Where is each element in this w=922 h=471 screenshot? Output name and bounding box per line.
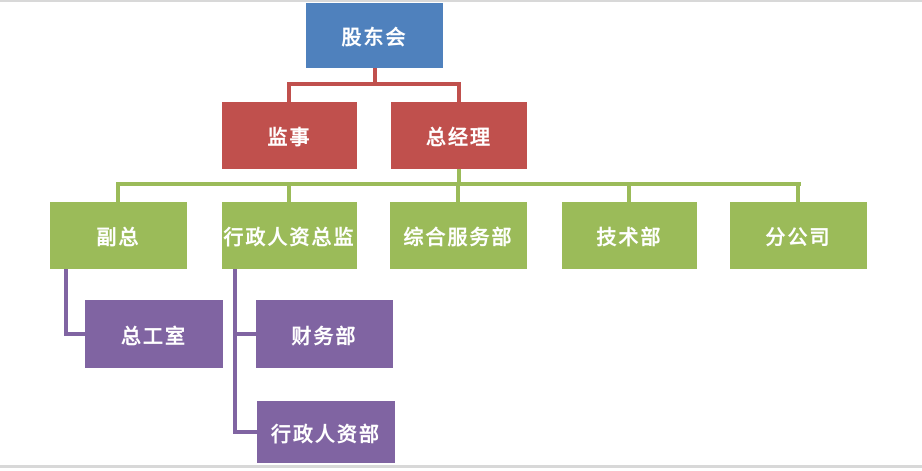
connector-deputy-down	[64, 269, 68, 336]
connector-to-branch-company	[796, 182, 800, 202]
connector-to-supervisor	[287, 82, 291, 102]
node-admin-hr-director: 行政人资总监	[222, 202, 357, 269]
connector-to-finance-dept	[233, 332, 256, 336]
node-admin-hr-dept: 行政人资部	[257, 401, 395, 463]
connector-to-chief-engineer-office	[64, 332, 85, 336]
node-finance-dept: 财务部	[256, 300, 393, 368]
slide-top-edge	[0, 0, 922, 2]
node-shareholders-meeting: 股东会	[306, 3, 443, 68]
connector-level2-horizontal	[287, 82, 461, 86]
connector-to-admin-hr-director	[287, 182, 291, 202]
node-general-manager: 总经理	[391, 102, 527, 169]
node-branch-company: 分公司	[730, 202, 867, 269]
node-technology-dept: 技术部	[562, 202, 697, 269]
node-supervisor: 监事	[222, 102, 357, 169]
connector-to-admin-hr-dept	[233, 430, 257, 434]
connector-gm-down	[457, 169, 461, 185]
connector-to-general-services-dept	[456, 182, 460, 202]
connector-admin-hr-director-down	[233, 269, 237, 434]
connector-to-deputy-general-manager	[116, 182, 120, 202]
node-general-services-dept: 综合服务部	[390, 202, 527, 269]
connector-to-general-manager	[457, 82, 461, 102]
node-chief-engineer-office: 总工室	[85, 300, 223, 368]
connector-to-technology-dept	[627, 182, 631, 202]
slide-bottom-edge	[0, 465, 922, 468]
node-deputy-general-manager: 副总	[50, 202, 187, 269]
connector-shareholders-down	[373, 68, 377, 86]
